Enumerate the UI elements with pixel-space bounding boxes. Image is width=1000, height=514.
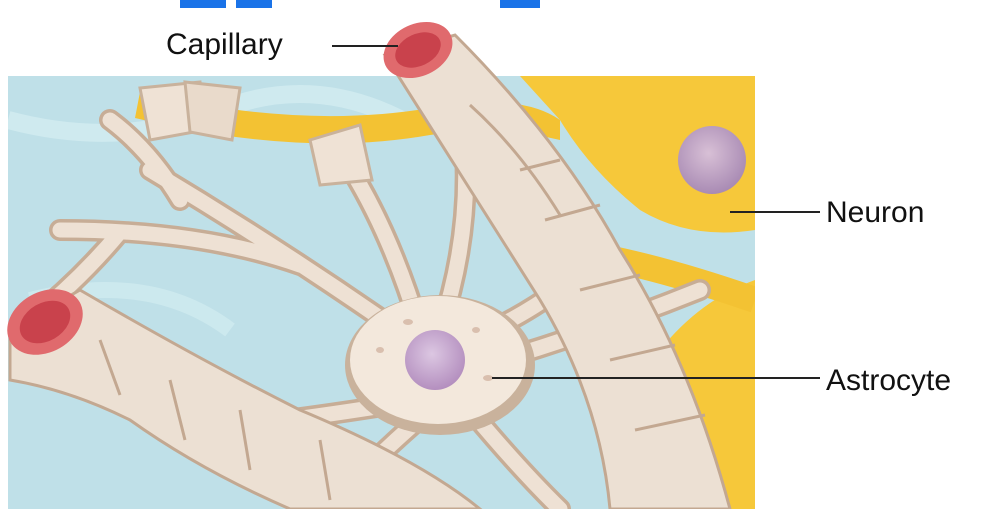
heading-fragment [180,0,226,8]
astrocyte-label: Astrocyte [826,366,951,396]
astrocyte-nucleus [405,330,465,390]
neuron-label: Neuron [826,198,924,228]
neuron-nucleus [678,126,746,194]
capillary-label: Capillary [166,30,283,60]
heading-fragment [236,0,272,8]
heading-fragment [500,0,540,8]
